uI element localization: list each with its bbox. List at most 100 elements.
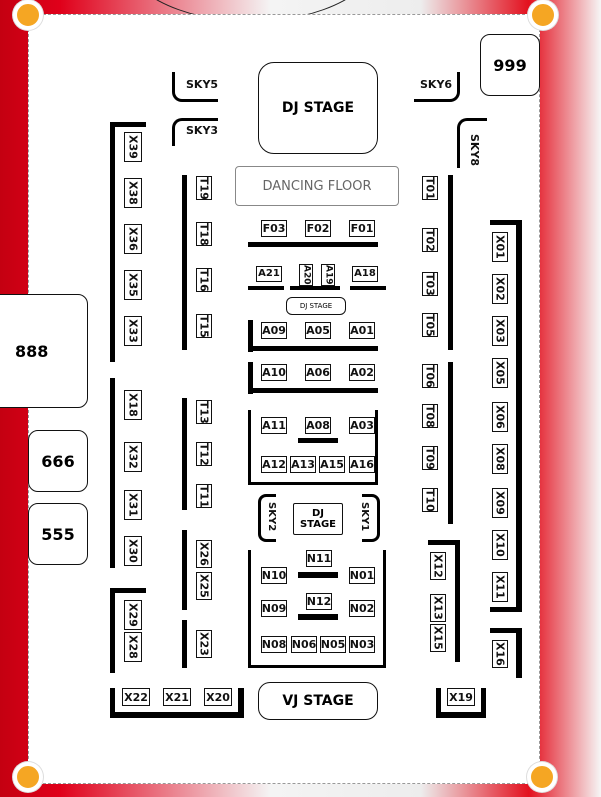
table-x11[interactable]: X11 — [492, 572, 508, 602]
a-row2-bar — [248, 320, 253, 352]
table-999-label: 999 — [493, 55, 527, 75]
table-999[interactable]: 999 — [480, 34, 540, 96]
a-row1-bar — [350, 286, 386, 290]
table-x23[interactable]: X23 — [196, 630, 212, 658]
table-x28[interactable]: X28 — [124, 632, 142, 662]
table-x22[interactable]: X22 — [122, 688, 150, 706]
table-666[interactable]: 666 — [28, 430, 88, 492]
table-t19[interactable]: T19 — [196, 176, 212, 200]
table-t03[interactable]: T03 — [422, 272, 438, 296]
table-x03[interactable]: X03 — [492, 316, 508, 346]
table-a08[interactable]: A08 — [305, 417, 331, 434]
table-t09[interactable]: T09 — [422, 446, 438, 470]
table-x35[interactable]: X35 — [124, 270, 142, 300]
table-t15[interactable]: T15 — [196, 314, 212, 338]
table-n01[interactable]: N01 — [349, 567, 375, 584]
dj-stage: DJ STAGE — [258, 62, 378, 154]
table-n05[interactable]: N05 — [320, 636, 346, 653]
table-x33[interactable]: X33 — [124, 316, 142, 346]
table-x19[interactable]: X19 — [447, 688, 475, 706]
table-f01[interactable]: F01 — [349, 220, 375, 237]
x19-bar — [481, 688, 486, 716]
table-n02[interactable]: N02 — [349, 600, 375, 617]
sky1-label[interactable]: SKY1 — [359, 502, 370, 532]
sky6-label[interactable]: SKY6 — [420, 78, 453, 91]
vj-stage: VJ STAGE — [258, 682, 378, 720]
table-a10[interactable]: A10 — [261, 364, 287, 381]
table-x06[interactable]: X06 — [492, 402, 508, 432]
table-x10[interactable]: X10 — [492, 530, 508, 560]
table-t10[interactable]: T10 — [422, 488, 438, 512]
sky2-label[interactable]: SKY2 — [266, 502, 277, 532]
table-t11[interactable]: T11 — [196, 484, 212, 508]
table-a05[interactable]: A05 — [305, 322, 331, 339]
table-t01[interactable]: T01 — [422, 176, 438, 200]
table-x32[interactable]: X32 — [124, 442, 142, 472]
table-a06[interactable]: A06 — [305, 364, 331, 381]
sky3-label[interactable]: SKY3 — [186, 124, 219, 137]
table-x01[interactable]: X01 — [492, 232, 508, 262]
table-n09[interactable]: N09 — [261, 600, 287, 617]
table-a03[interactable]: A03 — [349, 417, 375, 434]
table-x08[interactable]: X08 — [492, 444, 508, 474]
table-x16[interactable]: X16 — [492, 640, 508, 668]
table-t08[interactable]: T08 — [422, 404, 438, 428]
table-x02[interactable]: X02 — [492, 274, 508, 304]
table-f03[interactable]: F03 — [261, 220, 287, 237]
table-555[interactable]: 555 — [28, 503, 88, 565]
table-t16[interactable]: T16 — [196, 268, 212, 292]
table-x21[interactable]: X21 — [163, 688, 191, 706]
table-x26[interactable]: X26 — [196, 540, 212, 568]
table-t06[interactable]: T06 — [422, 364, 438, 388]
table-a11[interactable]: A11 — [261, 417, 287, 434]
sky5-label[interactable]: SKY5 — [186, 78, 219, 91]
table-x15[interactable]: X15 — [430, 624, 446, 652]
table-n06[interactable]: N06 — [291, 636, 317, 653]
table-x09[interactable]: X09 — [492, 488, 508, 518]
sky3-bracket — [172, 118, 218, 146]
sky1-bracket — [362, 494, 380, 542]
table-a16[interactable]: A16 — [349, 456, 375, 473]
table-t02[interactable]: T02 — [422, 228, 438, 252]
table-n12[interactable]: N12 — [306, 593, 332, 610]
table-x25[interactable]: X25 — [196, 572, 212, 600]
table-888[interactable]: 888 — [0, 294, 88, 408]
table-a19[interactable]: A19 — [321, 264, 335, 286]
table-a13[interactable]: A13 — [290, 456, 316, 473]
table-t05[interactable]: T05 — [422, 313, 438, 337]
a-row1-bar — [248, 286, 284, 290]
table-a01[interactable]: A01 — [349, 322, 375, 339]
table-a09[interactable]: A09 — [261, 322, 287, 339]
table-a21[interactable]: A21 — [256, 266, 282, 282]
table-x31[interactable]: X31 — [124, 490, 142, 520]
table-x13[interactable]: X13 — [430, 594, 446, 622]
table-x20[interactable]: X20 — [204, 688, 232, 706]
table-x36[interactable]: X36 — [124, 224, 142, 254]
table-n11[interactable]: N11 — [306, 550, 332, 567]
table-a02[interactable]: A02 — [349, 364, 375, 381]
table-n03[interactable]: N03 — [349, 636, 375, 653]
table-x05[interactable]: X05 — [492, 358, 508, 388]
table-x18[interactable]: X18 — [124, 390, 142, 420]
table-x38[interactable]: X38 — [124, 178, 142, 208]
table-x30[interactable]: X30 — [124, 536, 142, 566]
table-a18[interactable]: A18 — [352, 266, 378, 282]
a-row2-bar — [248, 346, 378, 351]
table-x39[interactable]: X39 — [124, 132, 142, 162]
table-a20[interactable]: A20 — [299, 264, 313, 286]
sky8-label[interactable]: SKY8 — [468, 134, 481, 167]
table-x12[interactable]: X12 — [430, 552, 446, 580]
table-t13[interactable]: T13 — [196, 400, 212, 424]
table-a15[interactable]: A15 — [319, 456, 345, 473]
table-555-label: 555 — [41, 524, 75, 544]
a-row3-bar — [248, 388, 378, 393]
table-t12[interactable]: T12 — [196, 442, 212, 466]
table-n10[interactable]: N10 — [261, 567, 287, 584]
table-t18[interactable]: T18 — [196, 222, 212, 246]
corner-pin-icon — [13, 0, 43, 30]
table-f02[interactable]: F02 — [305, 220, 331, 237]
x-left-bar — [110, 122, 115, 362]
table-x29[interactable]: X29 — [124, 600, 142, 630]
table-n08[interactable]: N08 — [261, 636, 287, 653]
table-a12[interactable]: A12 — [261, 456, 287, 473]
